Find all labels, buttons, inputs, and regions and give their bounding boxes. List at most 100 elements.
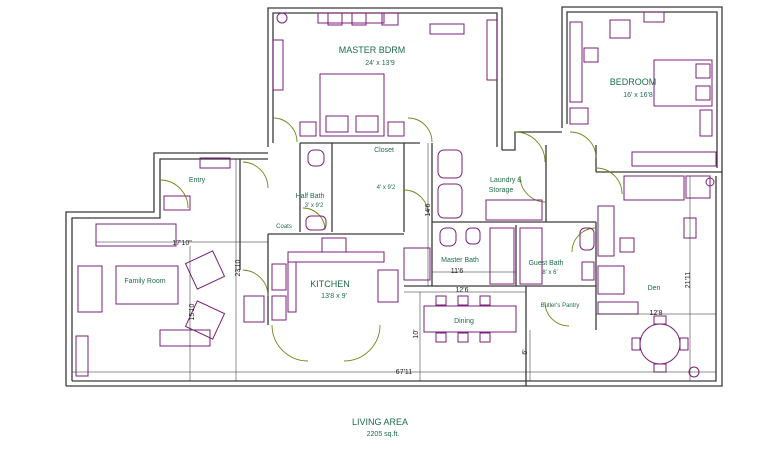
dim-den-depth: 21'11 <box>685 272 692 288</box>
door-coats-arc <box>242 269 269 297</box>
butlers-pantry-title: Butler's Pantry <box>541 303 580 309</box>
dining-chair-t2 <box>457 295 469 306</box>
half-bath-size: 3' x 9'2 <box>305 203 324 209</box>
laundry-title-2: Storage <box>489 187 514 194</box>
bedroom-pillow-2 <box>695 85 711 101</box>
walls <box>65 6 723 387</box>
family-room-title: Family Room <box>124 278 165 285</box>
door-guest-arc <box>571 227 597 253</box>
den-round-table <box>639 323 681 365</box>
entry-title: Entry <box>189 177 206 184</box>
den-chair-r2 <box>653 363 667 373</box>
half-bath-title: Half Bath <box>296 193 325 200</box>
living-area-title: LIVING AREA <box>352 417 408 427</box>
wall-left-outer <box>65 152 268 386</box>
master-bed-pillow-l <box>325 115 349 133</box>
dining-chair-t1 <box>435 295 447 306</box>
dim-total-depth: 23'10 <box>235 259 242 276</box>
master-bath-sink <box>465 227 481 245</box>
door-pantry-arc <box>544 301 570 327</box>
door-entry-arc <box>159 179 189 209</box>
dining-chair-b3 <box>479 332 491 343</box>
master-nightstand-l <box>299 121 317 137</box>
door-master-arc <box>272 117 298 143</box>
door-den-arc <box>595 167 623 195</box>
bedroom-title: BEDROOM <box>610 77 657 87</box>
den-armchair <box>685 175 711 199</box>
door-hall-arc <box>569 131 597 159</box>
bedroom-nightstand <box>699 109 713 137</box>
door-closet-arc <box>403 189 429 215</box>
family-armchair-1 <box>184 250 226 290</box>
bedroom-shelf <box>631 151 717 167</box>
den-sofa <box>623 175 685 201</box>
family-table <box>159 329 211 347</box>
footer: LIVING AREA 2205 sq.ft. <box>352 417 408 438</box>
dim-family-depth: 15'10 <box>189 303 196 320</box>
kitchen-sink <box>377 269 399 303</box>
dim-family-width: 17'10" <box>172 240 192 247</box>
wall-master-outer-inner <box>272 12 498 147</box>
master-bath-toilet <box>439 227 457 247</box>
master-nightstand-r <box>387 121 405 137</box>
bedroom-bed <box>653 59 713 107</box>
kitchen-pantry <box>271 295 287 321</box>
doors <box>159 117 623 362</box>
master-bath-tub <box>489 227 515 285</box>
den-lamp <box>705 177 715 187</box>
master-dresser <box>317 12 385 24</box>
master-desk <box>429 23 465 35</box>
door-coat-arc <box>242 161 269 189</box>
wall-bedroom-outer <box>561 6 723 172</box>
kitchen-size: 13'8 x 9' <box>321 293 347 300</box>
dining-chair-t3 <box>479 295 491 306</box>
master-lamp <box>276 12 288 24</box>
wall-left-inner <box>71 158 268 381</box>
dining-table <box>423 305 517 333</box>
dimension-labels: 17'10" 23'10 15'10 14'6 11'6 12'6 10' 12… <box>172 203 692 376</box>
den-table <box>597 301 639 315</box>
laundry-counter <box>485 199 543 221</box>
den-chair-r1 <box>653 315 667 325</box>
dim-dining-d: 10' <box>413 329 420 338</box>
master-bath-shower <box>403 247 431 281</box>
dim-den-w: 12'8 <box>649 310 662 317</box>
dim-total-width: 67'11 <box>396 369 412 376</box>
family-sofa <box>95 223 177 247</box>
master-chair <box>327 12 343 26</box>
bedroom-armchair <box>609 19 631 39</box>
den-chair-r3 <box>631 337 641 351</box>
family-cabinet <box>75 335 89 377</box>
den-chair-r4 <box>679 337 689 351</box>
dryer <box>437 183 463 219</box>
bedroom-pillow-1 <box>695 63 711 79</box>
bedroom-desk <box>569 21 583 103</box>
dim-kitchen-side: 14'6 <box>425 203 432 216</box>
dimension-lines <box>72 143 716 381</box>
kitchen-island <box>287 261 297 313</box>
door-kitchen-left <box>271 324 309 362</box>
family-fireplace <box>77 265 103 313</box>
guest-bath-size: 8' x 6' <box>542 270 557 276</box>
entry-bench <box>199 157 231 169</box>
den-desk <box>597 265 625 295</box>
room-labels: MASTER BDRM 24' x 13'9 BEDROOM 16' x 16'… <box>124 45 660 325</box>
kitchen-counter-top <box>287 251 385 263</box>
master-chair2 <box>351 12 367 26</box>
kitchen-fridge <box>271 263 287 291</box>
family-armchair-2 <box>184 300 226 340</box>
wall-right-outer <box>526 172 723 387</box>
wall-laundry-corner <box>502 131 562 151</box>
master-bed <box>319 73 385 137</box>
living-area-size: 2205 sq.ft. <box>367 431 400 438</box>
wall-right-inner <box>526 176 717 382</box>
dining-title: Dining <box>454 318 474 325</box>
coats-title: Coats <box>276 224 292 230</box>
dining-chair-b1 <box>435 332 447 343</box>
closet-title: Closet <box>374 147 394 154</box>
kitchen-title: KITCHEN <box>310 279 350 289</box>
dim-master-bath-w: 11'6 <box>451 268 464 275</box>
entry-mat <box>163 195 191 211</box>
